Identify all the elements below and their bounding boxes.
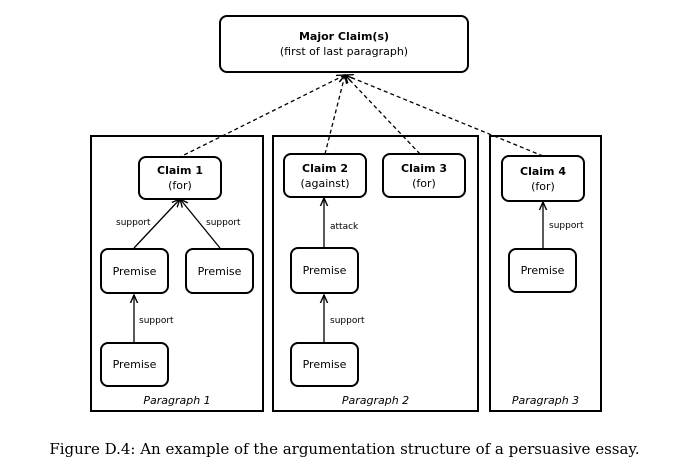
edge-premise2-claim1 [180,199,221,249]
edge-label-support-1: support [116,218,151,228]
claim-stance: (for) [531,179,555,193]
edge-claim3-major [345,75,421,155]
claim-stance: (for) [412,176,436,190]
edge-claim4-major [345,75,544,157]
major-claim-title: Major Claim(s) [298,30,390,43]
premise-node-3: Premise [100,342,169,387]
premise-node-5: Premise [290,342,359,387]
claim-stance: (against) [300,176,350,190]
edge-claim2-major [324,75,345,155]
major-claim-node: Major Claim(s) (first of last paragraph) [219,15,469,73]
claim-title: Claim 4 [520,164,566,178]
edge-label-attack: attack [330,222,359,232]
premise-label: Premise [302,358,347,371]
edge-label-support-5: support [549,221,584,231]
premise-label: Premise [520,264,565,277]
paragraph-label-2: Paragraph 2 [341,394,410,407]
premise-label: Premise [112,264,157,278]
claim-title: Claim 1 [157,164,203,177]
claim-stance: (for) [168,179,192,192]
edge-premise1-claim1 [133,199,180,249]
paragraph-label-1: Paragraph 1 [143,394,211,407]
claim-node-2: Claim 2 (against) [283,153,367,198]
premise-node-6: Premise [508,248,577,293]
paragraph-label-3: Paragraph 3 [511,394,580,407]
edge-claim1-major [177,75,345,159]
claim-node-3: Claim 3 (for) [382,153,466,198]
premise-node-4: Premise [290,247,359,294]
claim-title: Claim 3 [401,161,447,175]
edge-label-support-3: support [139,316,174,326]
claim-title: Claim 2 [302,161,348,175]
figure-caption: Figure D.4: An example of the argumentat… [49,440,640,458]
major-claim-subtitle: (first of last paragraph) [279,45,409,58]
paragraph-frame-1: Paragraph 1 [90,135,264,412]
premise-label: Premise [112,358,157,371]
premise-label: Premise [197,264,242,278]
premise-node-1: Premise [100,248,169,294]
paragraph-frame-3: Paragraph 3 [489,135,602,412]
edge-label-support-4: support [330,316,365,326]
premise-label: Premise [302,264,347,277]
edge-label-support-2: support [206,218,241,228]
paragraph-frame-2: Paragraph 2 [272,135,479,412]
premise-node-2: Premise [185,248,254,294]
claim-node-1: Claim 1 (for) [138,156,222,200]
claim-node-4: Claim 4 (for) [501,155,585,202]
